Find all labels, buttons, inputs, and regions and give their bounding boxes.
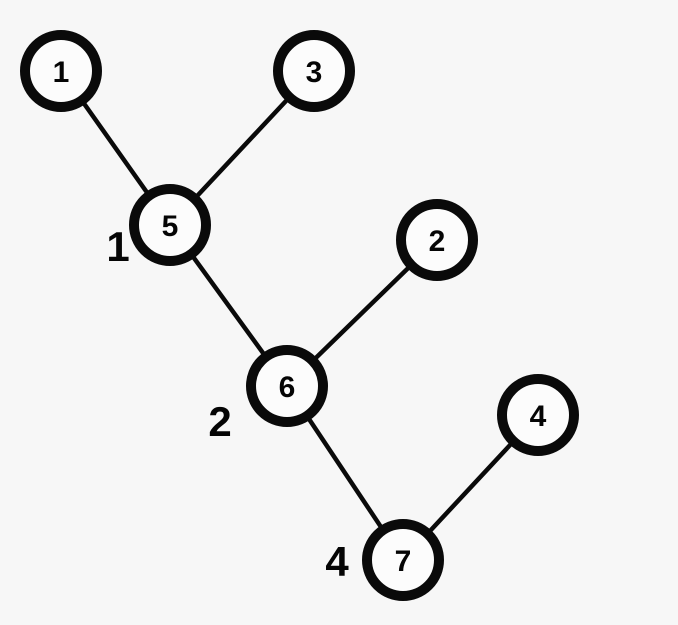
nodes-layer: 1 3 5 2 6 4 7 (20, 30, 579, 601)
node-value-1: 1 (53, 56, 70, 89)
node-value-6: 6 (279, 371, 296, 404)
edges-layer (58, 68, 541, 563)
node-circle-7 (362, 519, 444, 601)
order-label-node-5: 1 (106, 223, 129, 270)
node-circle-6 (246, 345, 328, 427)
graph-node-1: 1 (20, 30, 102, 112)
order-label-node-6: 2 (208, 398, 231, 445)
graph-node-6: 6 (246, 345, 328, 427)
node-value-7: 7 (395, 545, 412, 578)
node-circle-4 (497, 374, 579, 456)
graph-node-5: 5 (129, 184, 211, 266)
graph-node-4: 4 (497, 374, 579, 456)
node-value-2: 2 (429, 225, 446, 258)
node-value-5: 5 (162, 210, 179, 243)
graph-node-3: 3 (273, 30, 355, 112)
node-circle-3 (273, 30, 355, 112)
node-circle-1 (20, 30, 102, 112)
node-circle-2 (396, 199, 478, 281)
node-value-3: 3 (306, 56, 323, 89)
order-label-node-7: 4 (325, 538, 349, 585)
node-circle-5 (129, 184, 211, 266)
graph-node-7: 7 (362, 519, 444, 601)
order-labels-layer: 1 2 4 (106, 223, 349, 585)
node-value-4: 4 (530, 400, 547, 433)
graph-node-2: 2 (396, 199, 478, 281)
